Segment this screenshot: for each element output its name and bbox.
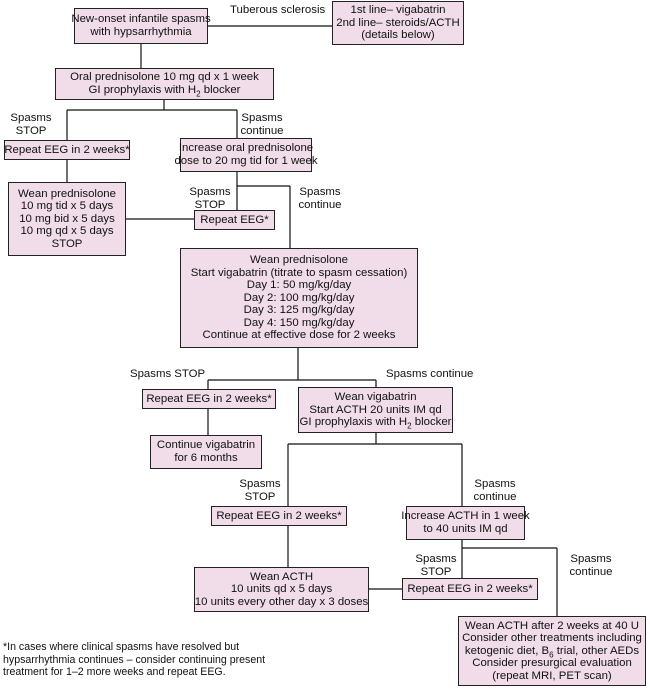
label-text: Spasms [415, 553, 457, 565]
label-text: Spasms [299, 186, 341, 198]
label-text: continue [298, 198, 342, 211]
box-continue-vigabatrin-line: Continue vigabatrin [156, 439, 256, 452]
box-wean-acth-line: 10 units qd x 5 days [230, 583, 333, 596]
box-wean-prednisolone-line: 10 mg bid x 5 days [19, 212, 115, 225]
box-wean-prednisolone-line: 10 mg qd x 5 days [20, 225, 114, 238]
label-spasms-stop-4: Spasms STOP [232, 478, 288, 503]
box-increase-acth-line: to 40 units IM qd [423, 523, 508, 535]
box-wean-acth-line: Wean ACTH [249, 570, 314, 583]
label-text: STOP [15, 124, 47, 137]
box-line-therapy-line: 2nd line– steroids/ACTH [336, 16, 460, 29]
label-tuberous-sclerosis: Tuberous sclerosis [230, 4, 325, 17]
box-wean-acth-40-line: Consider other treatments including [462, 632, 642, 645]
label-spasms-stop-1: Spasms STOP [3, 112, 59, 137]
label-text: Spasms STOP [130, 368, 206, 380]
label-text: Tuberous sclerosis [230, 4, 326, 16]
box-wean-acth-40-line: Consider presurgical evaluation [472, 657, 632, 670]
box-wean-acth-40-line: Wean ACTH after 2 weeks at 40 U [465, 619, 639, 632]
subscript: 6 [549, 649, 554, 659]
box-repeat-eeg-5: Repeat EEG in 2 weeks* [402, 578, 538, 600]
box-prednisolone: Oral prednisolone 10 mg qd x 1 week GI p… [55, 68, 274, 100]
box-prednisolone-line: Oral prednisolone 10 mg qd x 1 week [70, 71, 259, 84]
box-vigabatrin-line: Day 1: 50 mg/kg/day [246, 279, 352, 292]
box-onset-line: with hypsarrhythmia [90, 26, 192, 38]
box-repeat-eeg-1-line: Repeat EEG in 2 weeks* [4, 143, 130, 156]
label-text: continue [473, 490, 517, 503]
label-spasms-continue-4: Spasms continue [464, 478, 526, 503]
box-wean-prednisolone-start-vigabatrin: Wean prednisolone Start vigabatrin (titr… [180, 248, 418, 348]
label-text: continue [240, 124, 284, 137]
footnote-line: *In cases where clinical spasms have res… [3, 641, 240, 653]
label-text: STOP [244, 490, 276, 503]
label-text: Spasms [239, 478, 281, 490]
box-vigabatrin-line: Wean prednisolone [250, 253, 348, 266]
label-text: Spasms [474, 478, 516, 490]
label-text: continue [569, 565, 613, 578]
subscript: 2 [196, 89, 201, 99]
box-line-therapy-line: 1st line– vigabatrin [350, 4, 446, 17]
box-wean-prednisolone-line: STOP [51, 237, 83, 250]
box-acth-line: Wean vigabatrin [334, 391, 417, 404]
box-acth-line: Start ACTH 20 units IM qd [309, 403, 442, 416]
box-increase-prednisolone-line: dose to 20 mg tid for 1 week [174, 155, 318, 167]
box-wean-vigabatrin-start-acth: Wean vigabatrin Start ACTH 20 units IM q… [298, 387, 453, 433]
box-onset-line: New-onset infantile spasms [71, 13, 211, 26]
box-line-therapy-line: (details below) [361, 29, 435, 42]
box-prednisolone-line: GI prophylaxis with H2 blocker [88, 84, 241, 99]
label-spasms-stop-2: Spasms STOP [186, 186, 234, 211]
box-repeat-eeg-1: Repeat EEG in 2 weeks* [4, 140, 130, 160]
box-increase-prednisolone: Increase oral prednisolone dose to 20 mg… [174, 138, 318, 172]
box-repeat-eeg-2: Repeat EEG* [194, 210, 275, 230]
label-spasms-continue-2: Spasms continue [291, 186, 349, 211]
label-text: STOP [194, 198, 226, 211]
box-repeat-eeg-4-line: Repeat EEG in 2 weeks* [216, 509, 342, 522]
box-vigabatrin-line: Continue at effective dose for 2 weeks [202, 329, 396, 342]
box-increase-acth: Increase ACTH in 1 week to 40 units IM q… [401, 506, 530, 540]
box-repeat-eeg-3-line: Repeat EEG in 2 weeks* [146, 392, 272, 405]
footnote: *In cases where clinical spasms have res… [3, 641, 266, 679]
box-wean-prednisolone: Wean prednisolone 10 mg tid x 5 days 10 … [8, 182, 126, 256]
box-wean-prednisolone-line: 10 mg tid x 5 days [20, 200, 114, 213]
box-acth-line: GI prophylaxis with H2 blocker [299, 416, 452, 431]
box-wean-prednisolone-line: Wean prednisolone [18, 187, 116, 200]
footnote-line: treatment for 1–2 more weeks and repeat … [3, 666, 226, 679]
box-continue-vigabatrin: Continue vigabatrin for 6 months [150, 435, 262, 469]
box-wean-acth-line: 10 units every other day x 3 doses [194, 595, 369, 608]
label-text: Spasms [189, 186, 231, 198]
box-wean-acth-40-line: (repeat MRI, PET scan) [492, 669, 612, 682]
box-vigabatrin-line: Start vigabatrin (titrate to spasm cessa… [190, 266, 408, 279]
subscript: 2 [407, 421, 412, 431]
label-spasms-stop-3: Spasms STOP [130, 368, 205, 381]
box-repeat-eeg-4: Repeat EEG in 2 weeks* [211, 506, 347, 526]
box-wean-acth-40: Wean ACTH after 2 weeks at 40 U Consider… [458, 616, 646, 686]
label-text: Spasms [241, 112, 283, 124]
box-wean-acth: Wean ACTH 10 units qd x 5 days 10 units … [194, 567, 369, 612]
box-repeat-eeg-2-line: Repeat EEG* [200, 213, 269, 226]
box-vigabatrin-line: Day 4: 150 mg/kg/day [243, 316, 355, 329]
box-vigabatrin-line: Day 3: 125 mg/kg/day [243, 304, 355, 317]
box-vigabatrin-line: Day 2: 100 mg/kg/day [243, 291, 355, 304]
box-onset: New-onset infantile spasms with hypsarrh… [71, 8, 211, 44]
label-spasms-stop-5: Spasms STOP [408, 553, 464, 578]
box-increase-acth-line: Increase ACTH in 1 week [401, 510, 530, 523]
label-text: STOP [420, 565, 452, 578]
label-text: Spasms continue [386, 368, 474, 380]
box-repeat-eeg-3: Repeat EEG in 2 weeks* [142, 389, 276, 409]
label-spasms-continue-3: Spasms continue [386, 368, 473, 381]
box-wean-acth-40-line: ketogenic diet, B6 trial, other AEDs [464, 644, 640, 659]
box-line-therapy: 1st line– vigabatrin 2nd line– steroids/… [332, 1, 464, 45]
label-text: Spasms [570, 553, 612, 565]
box-continue-vigabatrin-line: for 6 months [174, 452, 238, 464]
box-repeat-eeg-5-line: Repeat EEG in 2 weeks* [407, 582, 533, 595]
footnote-line: hypsarrhythmia continues – consider cont… [3, 653, 266, 666]
label-spasms-continue-5: Spasms continue [560, 553, 622, 578]
box-increase-prednisolone-line: Increase oral prednisolone [178, 142, 314, 155]
label-text: Spasms [10, 112, 52, 124]
label-spasms-continue-1: Spasms continue [233, 112, 291, 137]
